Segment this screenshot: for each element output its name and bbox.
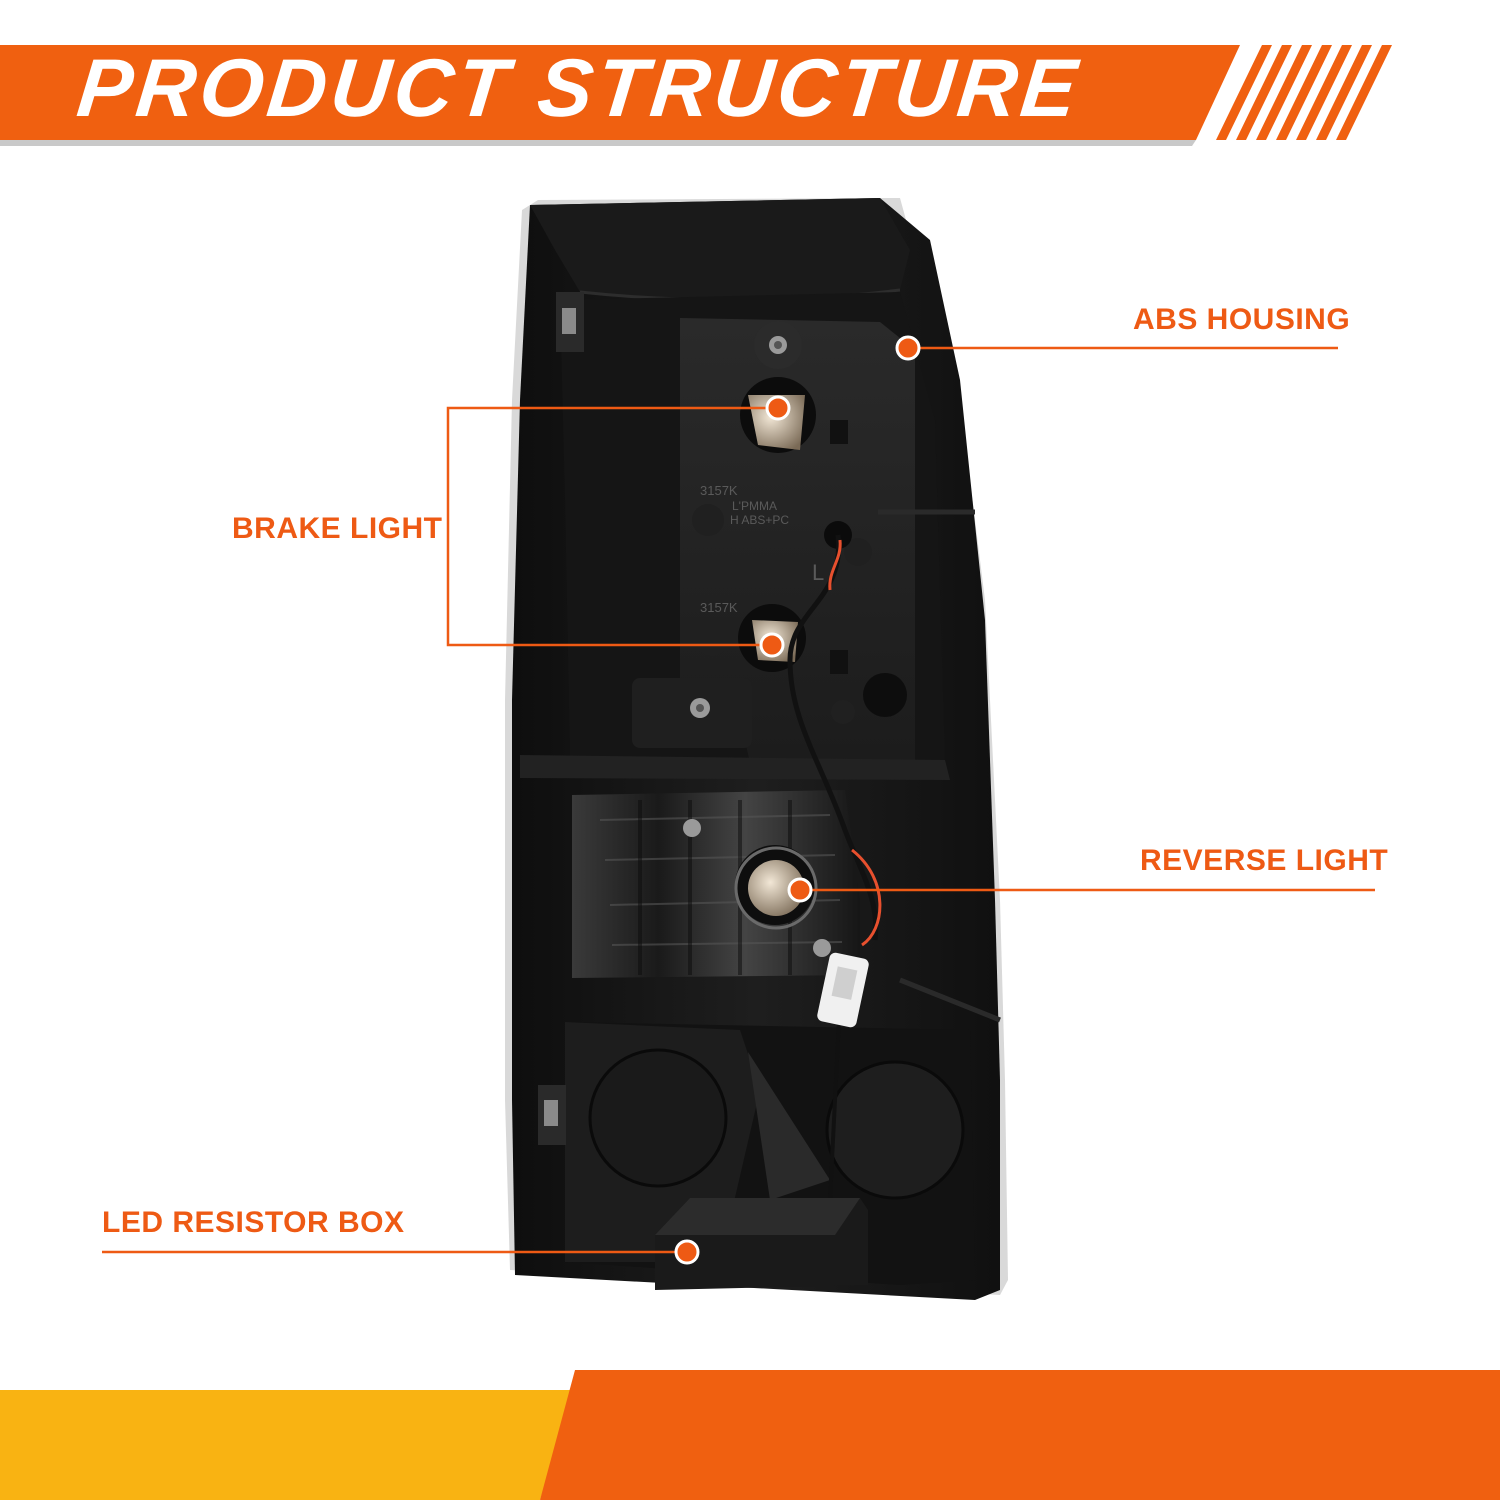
callout-reverse-light-leader	[787, 877, 1375, 903]
header-banner	[0, 45, 1392, 146]
marking-side: L	[812, 560, 824, 585]
marking-material-2: H ABS+PC	[730, 513, 789, 527]
callout-led-resistor-box-leader	[102, 1239, 700, 1265]
label-brake-light: BRAKE LIGHT	[232, 512, 443, 545]
footer-band	[0, 1370, 1500, 1500]
label-abs-housing: ABS HOUSING	[1133, 303, 1351, 336]
tail-light-housing	[505, 198, 1008, 1300]
marking-socket-top: 3157K	[700, 483, 738, 498]
label-reverse-light: REVERSE LIGHT	[1140, 844, 1389, 877]
marking-material-1: L'PMMA	[732, 499, 777, 513]
banner-stripes	[1216, 45, 1392, 140]
callout-abs-housing-leader	[895, 335, 1338, 361]
molded-markings: 3157K L'PMMA H ABS+PC L 3157K	[700, 483, 824, 615]
label-led-resistor-box: LED RESISTOR BOX	[102, 1206, 405, 1239]
callout-brake-light-leader	[446, 395, 791, 658]
marking-socket-bottom: 3157K	[700, 600, 738, 615]
page-title: PRODUCT STRUCTURE	[73, 43, 1085, 134]
